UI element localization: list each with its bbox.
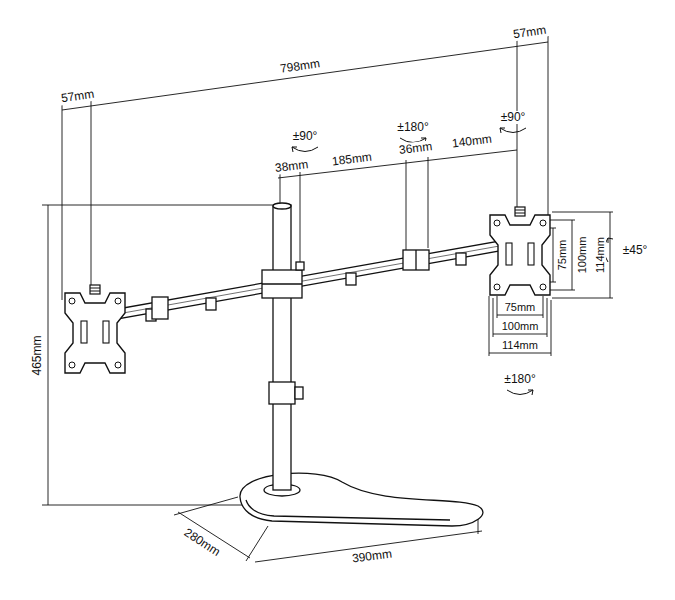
dimension-label: 36mm [398,139,435,156]
rotation-arrows [292,128,613,395]
dimension-lines [42,36,613,562]
dimension-label: 57mm [512,23,549,41]
dimension-label: 465mm [30,334,43,376]
dimension-label: 114mm [594,236,606,274]
rotation-label: ±90° [500,111,527,124]
stand-illustration [95,203,505,526]
rotation-label: ±45° [622,244,649,257]
dimension-label: 38mm [274,157,311,174]
dimension-label: 390mm [350,547,393,565]
dimension-label: 100mm [501,320,540,332]
dimension-label: 140mm [450,132,493,150]
vesa-plate [490,207,550,295]
dimension-label: 280mm [181,525,223,559]
dimension-label: 100mm [576,236,588,275]
rotation-label: ±90° [292,130,319,143]
dimension-label: 114mm [501,339,539,351]
dimension-label: 75mm [556,239,568,272]
dimension-label: 185mm [330,150,373,168]
vesa-plate [65,285,125,373]
rotation-label: ±180° [396,121,429,134]
rotation-label: ±180° [503,373,536,386]
dimension-label: 57mm [60,87,97,105]
dimension-label: 75mm [504,301,537,313]
dimension-label: 798mm [278,57,321,76]
